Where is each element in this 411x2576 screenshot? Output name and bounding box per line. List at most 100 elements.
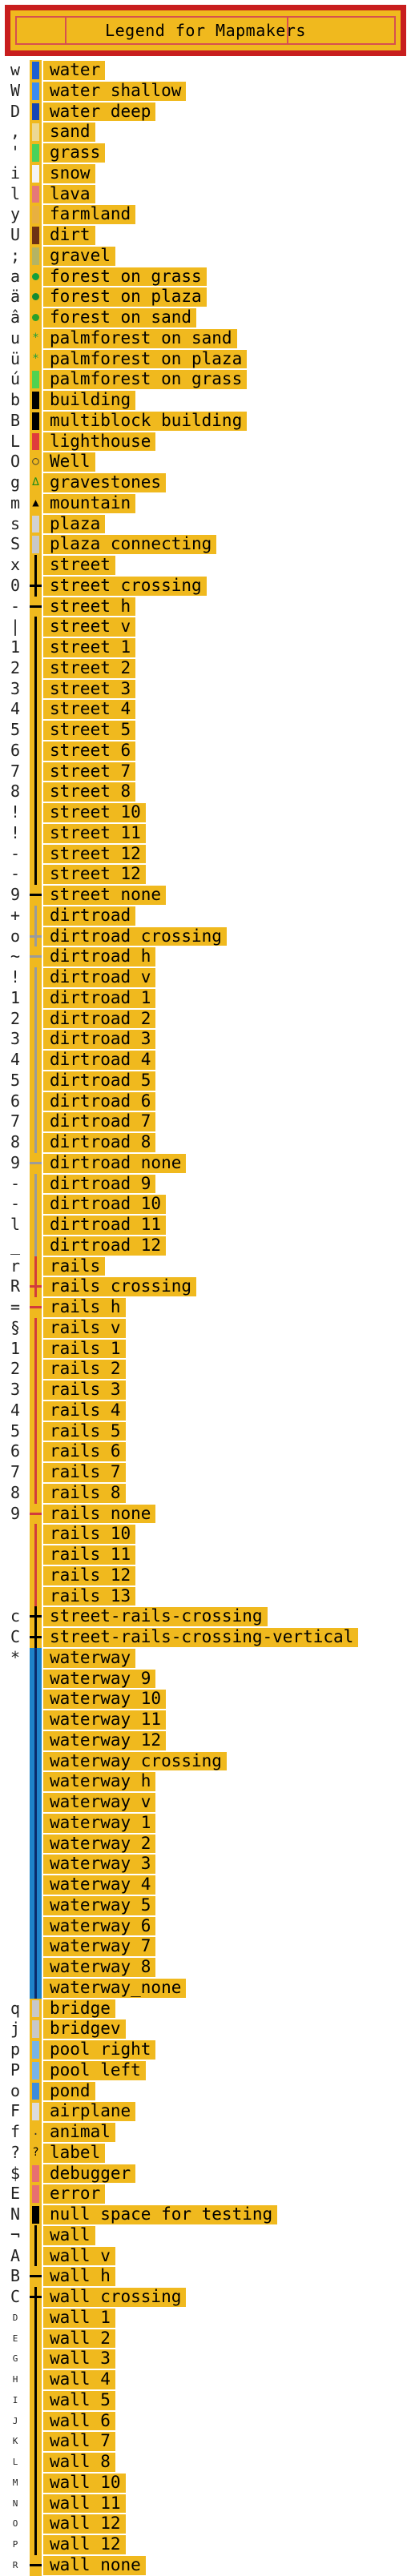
legend-label: wall 5 bbox=[43, 2390, 115, 2410]
legend-glyph: j bbox=[10, 2019, 21, 2039]
swatch-line bbox=[34, 1462, 37, 1483]
legend-label: airplane bbox=[43, 2101, 136, 2121]
swatch-line bbox=[34, 1585, 37, 1607]
legend-label: water shallow bbox=[43, 81, 187, 101]
legend-glyph bbox=[6, 1689, 24, 1710]
swatch-line bbox=[30, 934, 42, 938]
legend-swatch-icon bbox=[30, 1173, 42, 1195]
legend-label: rails 3 bbox=[43, 1380, 126, 1400]
legend-label: street v bbox=[43, 617, 136, 637]
legend-label: debugger bbox=[43, 2164, 136, 2184]
legend-swatch-icon bbox=[30, 2019, 42, 2040]
legend-swatch-icon bbox=[30, 2328, 42, 2349]
legend-glyph: w bbox=[10, 60, 21, 79]
legend-glyph: ! bbox=[10, 967, 21, 987]
legend-label: dirtroad 7 bbox=[43, 1111, 156, 1131]
legend-row: waterway 6 bbox=[0, 1915, 411, 1937]
legend-swatch-icon bbox=[30, 1545, 42, 1565]
legend-swatch-icon bbox=[30, 1008, 42, 1030]
legend-label: street 3 bbox=[43, 679, 136, 699]
legend-row: 3 street 3 bbox=[0, 678, 411, 700]
legend-row: waterway 7 bbox=[0, 1936, 411, 1957]
legend-glyph: - bbox=[10, 596, 21, 616]
legend-row: waterway 4 bbox=[0, 1875, 411, 1895]
legend-glyph: W bbox=[10, 80, 21, 100]
legend-swatch-icon bbox=[30, 1689, 42, 1710]
legend-glyph: I bbox=[12, 2394, 18, 2405]
legend-glyph: J bbox=[12, 2415, 18, 2426]
swatch-line bbox=[34, 1730, 37, 1751]
legend-label: palmforest on plaza bbox=[43, 349, 248, 369]
legend-label: street 5 bbox=[43, 720, 136, 740]
swatch-dot bbox=[32, 293, 39, 301]
swatch-line bbox=[34, 1710, 37, 1730]
legend-label: dirtroad 10 bbox=[43, 1194, 167, 1214]
legend-label: street-rails-crossing-vertical bbox=[43, 1627, 359, 1647]
swatch-fill bbox=[32, 2185, 39, 2203]
legend-swatch-icon bbox=[30, 926, 42, 947]
swatch-line bbox=[34, 1565, 37, 1586]
legend-label: dirtroad 11 bbox=[43, 1215, 167, 1235]
legend-glyph: 3 bbox=[10, 1029, 21, 1049]
legend-glyph: B bbox=[10, 410, 21, 430]
legend-label: plaza connecting bbox=[43, 534, 217, 554]
legend-label: wall 7 bbox=[43, 2431, 115, 2451]
legend-label: street crossing bbox=[43, 576, 207, 596]
legend-row: waterway v bbox=[0, 1792, 411, 1813]
legend-glyph bbox=[6, 1936, 24, 1957]
legend-label: street 10 bbox=[43, 802, 146, 822]
legend-glyph: ! bbox=[10, 822, 21, 842]
legend-swatch-icon bbox=[30, 2060, 42, 2081]
swatch-line bbox=[34, 1936, 37, 1957]
legend-label: gravel bbox=[43, 246, 115, 266]
legend-row: |street v bbox=[0, 617, 411, 637]
legend-glyph: ! bbox=[10, 802, 21, 822]
legend-label: wall 2 bbox=[43, 2329, 115, 2349]
legend-label: waterway 7 bbox=[43, 1936, 156, 1956]
legend-label: palmforest on sand bbox=[43, 328, 237, 348]
legend-glyph: o bbox=[10, 926, 21, 946]
swatch-line bbox=[34, 1317, 37, 1339]
legend-glyph: g bbox=[10, 472, 21, 492]
swatch-line bbox=[34, 2472, 37, 2494]
legend-glyph: 3 bbox=[10, 678, 21, 698]
legend-swatch-icon: * bbox=[30, 348, 42, 370]
legend-row: -dirtroad 9 bbox=[0, 1173, 411, 1195]
legend-row: !street 11 bbox=[0, 822, 411, 844]
legend-swatch-icon bbox=[30, 80, 42, 102]
legend-glyph: ¬ bbox=[10, 2224, 21, 2244]
legend-row: ¬wall bbox=[0, 2224, 411, 2246]
legend-glyph bbox=[6, 1669, 24, 1690]
swatch-fill bbox=[32, 102, 39, 121]
legend-glyph: E bbox=[12, 2333, 18, 2344]
legend-glyph bbox=[6, 1751, 24, 1772]
legend-label: waterway 6 bbox=[43, 1916, 156, 1936]
legend-label: street 2 bbox=[43, 658, 136, 678]
legend-glyph: C bbox=[10, 2287, 21, 2306]
swatch-line bbox=[34, 1215, 37, 1236]
legend-swatch-icon bbox=[30, 822, 42, 844]
legend-swatch-icon bbox=[30, 678, 42, 700]
swatch-line bbox=[34, 1792, 37, 1813]
legend-row: -street 12 bbox=[0, 864, 411, 885]
swatch-dot bbox=[32, 272, 39, 280]
swatch-line bbox=[34, 1338, 37, 1360]
swatch-mark: ∆ bbox=[32, 476, 39, 488]
legend-glyph: r bbox=[10, 1256, 21, 1276]
swatch-line bbox=[34, 617, 37, 637]
